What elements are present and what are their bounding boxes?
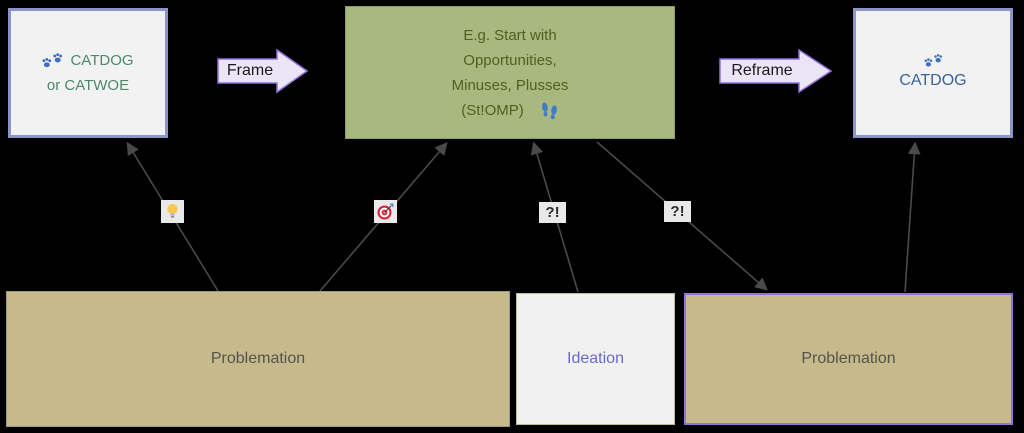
reframe-arrow-label: Reframe (731, 62, 793, 79)
problemation-right-label: Problemation (801, 350, 896, 367)
paw-icon (42, 52, 63, 67)
paw-icon (924, 54, 942, 67)
reframe-arrow: Reframe (719, 48, 833, 94)
target-icon (377, 203, 394, 220)
ideation-label: Ideation (567, 350, 624, 367)
frame-arrow-label: Frame (226, 62, 274, 79)
node-stomp: E.g. Start with Opportunities, Minuses, … (345, 6, 675, 139)
node-catdog: CATDOG (853, 8, 1013, 138)
stomp-line1: E.g. Start with (463, 26, 557, 44)
catwoe-title-line: CATDOG (42, 48, 134, 73)
stomp-line3: Minuses, Plusses (451, 76, 569, 94)
frame-arrow: Frame (217, 48, 309, 94)
node-problemation-left: Problemation (6, 291, 510, 427)
edge-label-question-left: ?! (539, 202, 566, 223)
edge-label-question-right: ?! (664, 201, 691, 222)
problemation-left-label: Problemation (210, 350, 306, 367)
stomp-acronym: (St!OMP) (461, 101, 524, 119)
edge-label-idea (161, 200, 184, 223)
node-catdog-or-catwoe: CATDOG or CATWOE (8, 8, 168, 138)
catdog-title: CATDOG (899, 72, 967, 89)
edge-label-target (374, 200, 397, 223)
catwoe-subtitle: or CATWOE (46, 77, 130, 94)
lightbulb-icon (167, 203, 178, 218)
stomp-line2: Opportunities, (463, 51, 557, 69)
footprints-icon (541, 101, 557, 119)
node-ideation: Ideation (516, 293, 675, 425)
node-problemation-right: Problemation (684, 293, 1013, 425)
frame-arrow-shape (217, 48, 309, 94)
catdog-icon-line (924, 53, 943, 69)
connector-problemation-to-catdog (904, 141, 921, 293)
reframe-arrow-shape (719, 48, 833, 94)
catwoe-title: CATDOG (70, 52, 134, 69)
stomp-line4: (St!OMP) (461, 98, 559, 123)
